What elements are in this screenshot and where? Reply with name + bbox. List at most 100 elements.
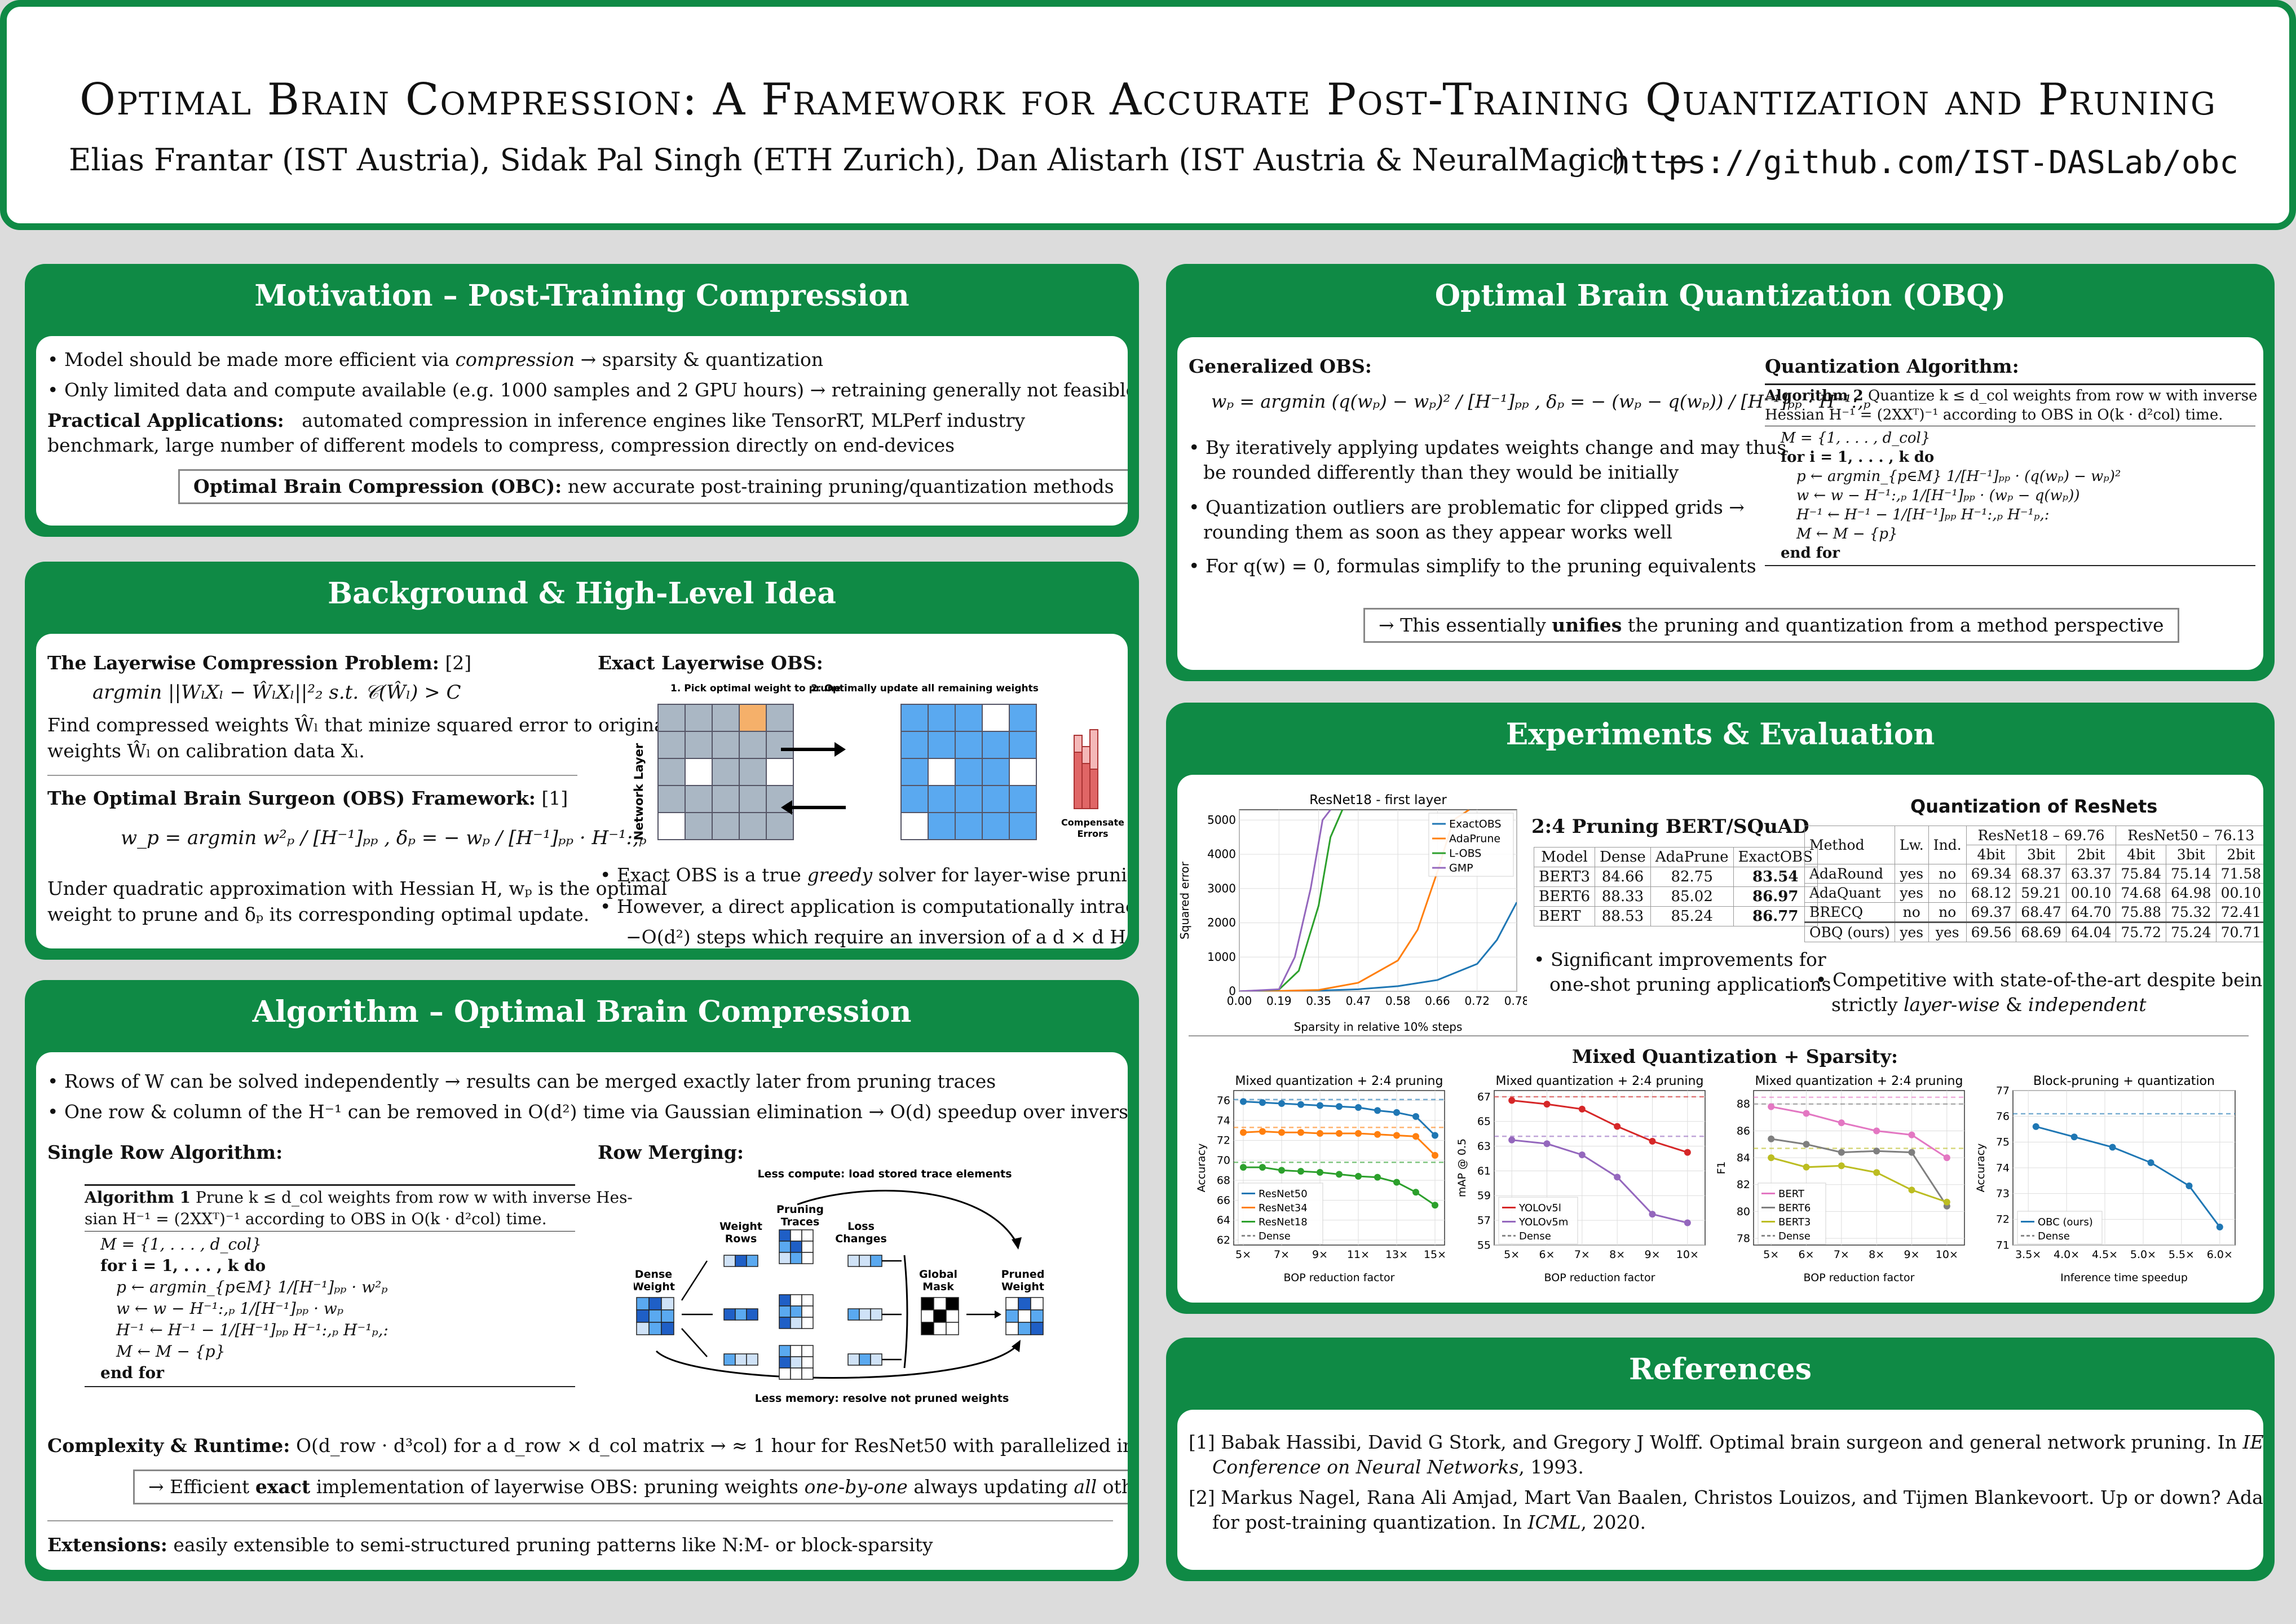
lwc-heading: The Layerwise Compression Problem: [2]	[47, 652, 472, 674]
weight-cell	[766, 758, 794, 786]
references-body: [1] Babak Hassibi, David G Stork, and Gr…	[1177, 1410, 2263, 1570]
data-point	[1393, 1132, 1400, 1139]
table-cell: no	[1894, 902, 1929, 923]
divider	[47, 775, 577, 776]
grid-cell	[1018, 1297, 1031, 1310]
x-tick-label: 13×	[1385, 1248, 1408, 1261]
y-tick-label: 82	[1737, 1179, 1750, 1191]
x-axis-label: BOP reduction factor	[1804, 1272, 1915, 1284]
weight-cell	[900, 704, 929, 732]
y-tick-label: 61	[1477, 1165, 1491, 1177]
table-cell: 68.12	[1966, 883, 2017, 903]
obq-bullet-2a: • Quantization outliers are problematic …	[1189, 496, 1745, 518]
table-cell: 75.72	[2116, 922, 2166, 942]
grid-cell	[779, 1305, 791, 1318]
obs-desc-2: weight to prune and δₚ its corresponding…	[47, 903, 590, 925]
y-tick-label: 74	[1996, 1162, 2010, 1174]
motivation-bullet-1: • Model should be made more efficient vi…	[47, 348, 824, 370]
data-point	[1297, 1101, 1304, 1108]
grid-cell	[847, 1255, 860, 1267]
legend-label: Dense	[2038, 1230, 2070, 1242]
data-point	[1240, 1098, 1247, 1105]
data-point	[2147, 1159, 2154, 1166]
exact-bullet-2: • However, a direct application is compu…	[600, 895, 1128, 917]
grid-cell	[723, 1308, 736, 1321]
grid-cell	[946, 1297, 959, 1310]
fig-step2-label: 2. Optimally update all remaining weight…	[811, 683, 1039, 694]
data-point	[1908, 1149, 1915, 1156]
weight-cell	[739, 812, 767, 840]
right-arrowhead	[834, 742, 846, 757]
y-tick-label: 67	[1477, 1091, 1491, 1103]
grid-cell	[921, 1322, 934, 1335]
data-point	[1278, 1100, 1285, 1107]
grid-cell	[661, 1322, 674, 1335]
table-cell: 00.10	[2215, 883, 2263, 903]
lwc-formula: argmin ||WₗXₗ − ŴₗXₗ||²₂ s.t. 𝒞(Ŵₗ) > C	[92, 681, 461, 704]
fig-compensate-label-1: Compensate	[1061, 817, 1124, 828]
lwc-desc-2: weights Ŵₗ on calibration data Xₗ.	[47, 740, 365, 762]
weight-cell	[1009, 758, 1037, 786]
data-point	[1432, 1202, 1438, 1209]
y-tick-label: 70	[1217, 1154, 1230, 1167]
y-tick-label: 68	[1217, 1174, 1230, 1186]
grid-cell	[746, 1353, 758, 1366]
github-link[interactable]: https://github.com/IST-DASLab/obc	[1611, 144, 2238, 181]
resnet18-first-layer-chart: ResNet18 - first layer010002000300040005…	[1178, 793, 1527, 1034]
chart-title: Block-pruning + quantization	[2033, 1074, 2215, 1088]
x-tick-label: 4.5×	[2092, 1248, 2118, 1261]
grid-cell	[779, 1294, 791, 1307]
x-tick-label: 10×	[1936, 1248, 1958, 1261]
table-cell: yes	[1894, 922, 1929, 942]
weight-cell	[928, 758, 956, 786]
y-tick-label: 76	[1996, 1110, 2010, 1123]
legend-label: GMP	[1449, 862, 1473, 875]
grid-cell	[790, 1317, 802, 1329]
x-tick-label: 0.72	[1464, 994, 1490, 1008]
weight-cell	[900, 785, 929, 813]
y-tick-label: 1000	[1207, 950, 1236, 964]
chart-title: Mixed quantization + 2:4 pruning	[1755, 1074, 1963, 1088]
motivation-panel: Motivation – Post-Training Compression •…	[25, 264, 1139, 537]
grid-cell	[933, 1309, 947, 1323]
table-cell: 69.37	[1966, 902, 2017, 923]
x-axis-label: Inference time speedup	[2060, 1272, 2188, 1284]
row-merging-heading: Row Merging:	[598, 1141, 744, 1163]
obq-bullet-3: • For q(w) = 0, formulas simplify to the…	[1189, 555, 1756, 577]
grid-cell	[1005, 1297, 1019, 1310]
y-tick-label: 62	[1217, 1234, 1230, 1246]
table-cell: 00.10	[2065, 883, 2117, 903]
x-tick-label: 5.5×	[2169, 1248, 2195, 1261]
weight-cell	[928, 704, 956, 732]
svg-text:Pruning: Pruning	[776, 1203, 824, 1216]
table-cell: OBQ (ours)	[1804, 922, 1895, 942]
x-tick-label: 7×	[1834, 1248, 1849, 1261]
data-point	[1317, 1130, 1323, 1137]
legend-box	[2017, 1211, 2103, 1245]
obq-panel: Optimal Brain Quantization (OBQ) General…	[1166, 264, 2275, 681]
algo-bullet-2: • One row & column of the H⁻¹ can be rem…	[47, 1101, 1128, 1123]
data-point	[1508, 1097, 1516, 1104]
table-cell: 68.37	[2016, 864, 2067, 884]
grid-cell	[859, 1353, 871, 1366]
grid-cell	[661, 1309, 674, 1323]
mixed-title: Mixed Quantization + Sparsity:	[1572, 1045, 1898, 1067]
grid-cell	[779, 1356, 791, 1369]
grid-cell	[779, 1252, 791, 1264]
data-point	[1768, 1154, 1775, 1162]
table-cell: no	[1928, 883, 1967, 903]
series-line	[1512, 1139, 1688, 1224]
grid-cell	[870, 1308, 882, 1321]
data-point	[1374, 1131, 1381, 1138]
data-point	[2032, 1123, 2039, 1130]
mixed-resnet-chart: Mixed quantization + 2:4 pruning62646668…	[1195, 1074, 1446, 1284]
svg-text:Weight: Weight	[1001, 1281, 1044, 1293]
algorithm-title: Algorithm – Optimal Brain Compression	[252, 995, 912, 1029]
legend-label: BERT6	[1778, 1202, 1811, 1214]
weight-cell	[955, 785, 983, 813]
grid-cell	[1018, 1309, 1031, 1323]
data-point	[2070, 1133, 2078, 1141]
weight-cell	[685, 731, 713, 759]
data-point	[1278, 1167, 1285, 1174]
